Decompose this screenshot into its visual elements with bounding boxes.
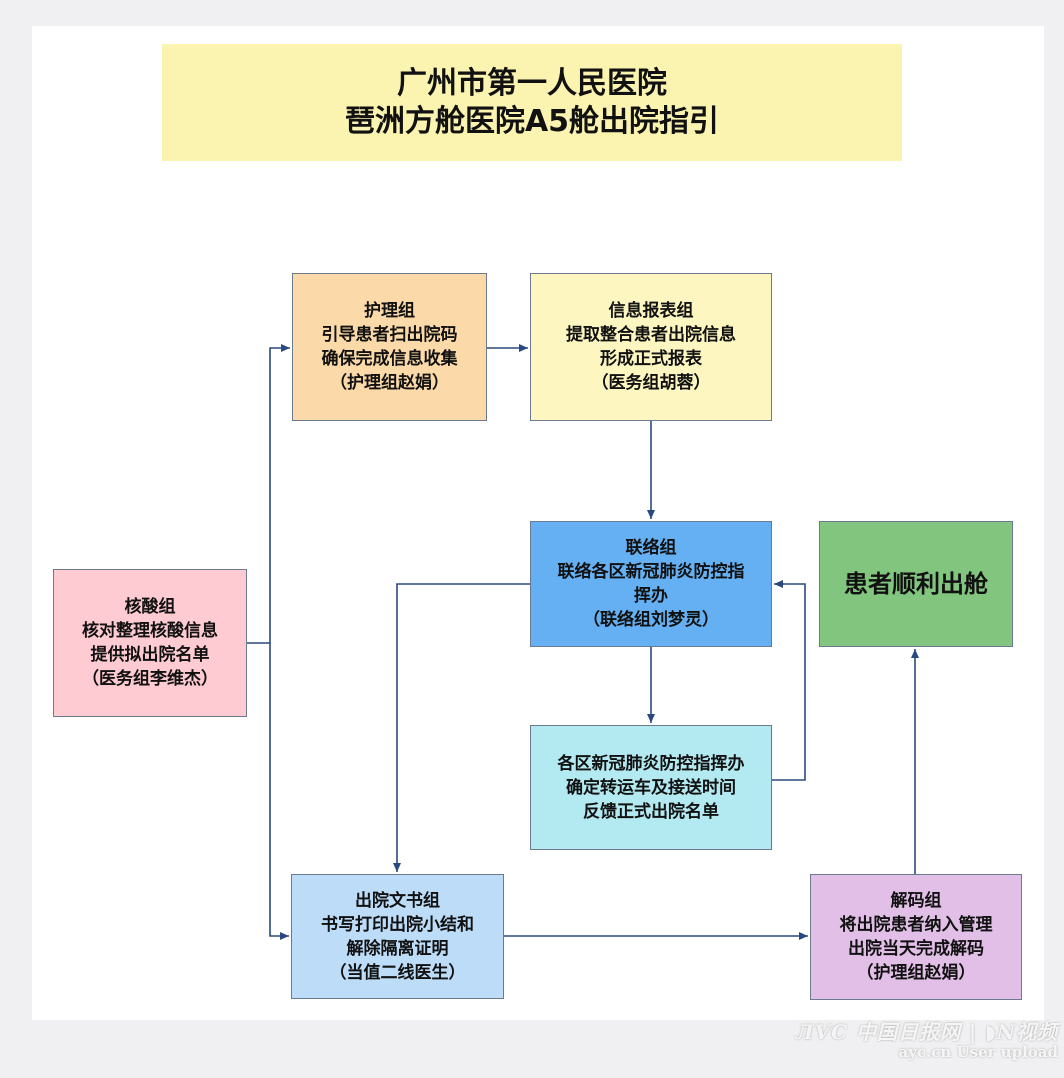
liaison-line-2: 联络各区新冠肺炎防控指 — [557, 562, 745, 582]
watermark-logo: ЛVC 中国日报网 | ◗N视频 — [795, 1020, 1058, 1044]
exit-line-1: 患者顺利出舱 — [844, 570, 988, 598]
discharge-docs-group-box: 出院文书组 书写打印出院小结和 解除隔离证明 （当值二线医生） — [291, 874, 504, 999]
nucleic-acid-group-box: 核酸组 核对整理核酸信息 提供拟出院名单 （医务组李维杰） — [53, 569, 247, 717]
liaison-line-1: 联络组 — [625, 538, 677, 558]
district-line-3: 反馈正式出院名单 — [583, 801, 719, 822]
title-line-1: 广州市第一人民医院 — [397, 65, 667, 101]
info-line-1: 信息报表组 — [608, 301, 694, 321]
district-line-2: 确定转运车及接送时间 — [566, 777, 736, 798]
decode-line-4: （护理组赵娟） — [856, 963, 976, 983]
patient-exit-box: 患者顺利出舱 — [819, 521, 1013, 647]
docs-line-4: （当值二线医生） — [329, 962, 466, 983]
info-line-4: （医务组胡蓉） — [591, 373, 711, 393]
nucleic-line-4: （医务组李维杰） — [82, 669, 218, 689]
nucleic-line-3: 提供拟出院名单 — [90, 645, 210, 665]
liaison-group-box: 联络组 联络各区新冠肺炎防控指 挥办 （联络组刘梦灵） — [530, 521, 772, 647]
nursing-group-box: 护理组 引导患者扫出院码 确保完成信息收集 （护理组赵娟） — [292, 273, 487, 421]
info-report-group-box: 信息报表组 提取整合患者出院信息 形成正式报表 （医务组胡蓉） — [530, 273, 772, 421]
watermark-caption: ayc.cn User upload — [898, 1043, 1058, 1061]
liaison-line-4: （联络组刘梦灵） — [583, 610, 719, 630]
docs-line-1: 出院文书组 — [355, 890, 440, 911]
title-line-2: 琶洲方舱医院A5舱出院指引 — [344, 103, 720, 139]
nucleic-line-1: 核酸组 — [124, 597, 176, 617]
docs-line-2: 书写打印出院小结和 — [321, 914, 474, 935]
nursing-line-4: （护理组赵娟） — [330, 373, 449, 393]
nursing-line-3: 确保完成信息收集 — [321, 349, 458, 369]
decode-line-1: 解码组 — [890, 891, 942, 911]
decode-group-box: 解码组 将出院患者纳入管理 出院当天完成解码 （护理组赵娟） — [810, 874, 1022, 1000]
decode-line-2: 将出院患者纳入管理 — [839, 915, 993, 935]
title-banner: 广州市第一人民医院 琶洲方舱医院A5舱出院指引 — [162, 44, 902, 161]
district-line-1: 各区新冠肺炎防控指挥办 — [557, 753, 745, 774]
district-command-box: 各区新冠肺炎防控指挥办 确定转运车及接送时间 反馈正式出院名单 — [530, 725, 772, 850]
liaison-line-3: 挥办 — [634, 586, 668, 606]
nursing-line-1: 护理组 — [364, 301, 415, 321]
watermark: ЛVC 中国日报网 | ◗N视频 ayc.cn User upload — [796, 1022, 1058, 1062]
info-line-3: 形成正式报表 — [600, 349, 702, 369]
info-line-2: 提取整合患者出院信息 — [566, 325, 736, 345]
docs-line-3: 解除隔离证明 — [346, 938, 449, 959]
nursing-line-2: 引导患者扫出院码 — [321, 325, 458, 345]
nucleic-line-2: 核对整理核酸信息 — [82, 621, 218, 641]
decode-line-3: 出院当天完成解码 — [848, 939, 984, 959]
